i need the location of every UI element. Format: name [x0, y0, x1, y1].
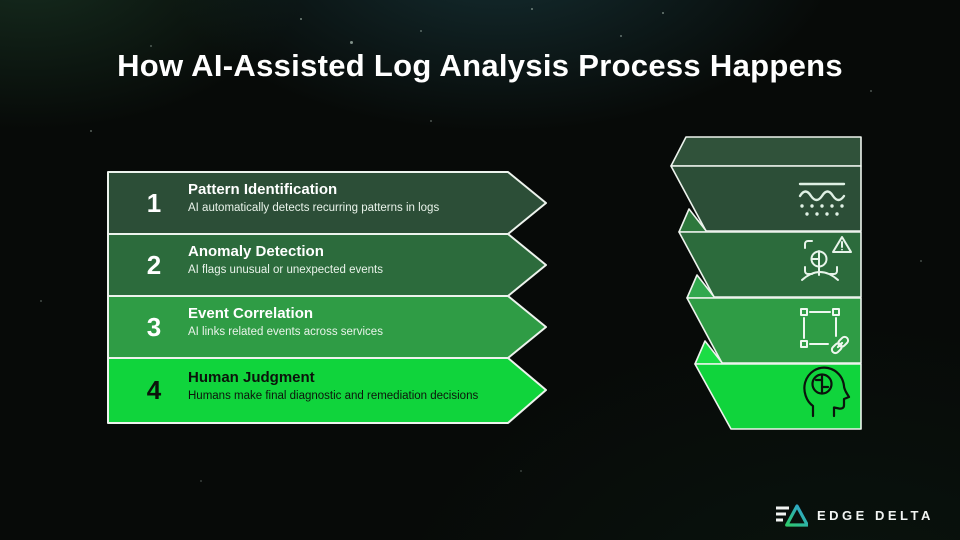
ribbon-band-4 — [694, 363, 862, 430]
star — [350, 41, 353, 44]
step-description: AI flags unusual or unexpected events — [188, 264, 383, 276]
star — [870, 90, 872, 92]
step-copy: Human Judgment Humans make final diagnos… — [188, 369, 508, 402]
step-title: Human Judgment — [188, 369, 315, 386]
selection-link-icon — [800, 308, 850, 355]
step-copy: Anomaly Detection AI flags unusual or un… — [188, 243, 508, 276]
star — [662, 12, 664, 14]
step-arrow-1 — [107, 171, 547, 235]
star — [40, 300, 42, 302]
edge-delta-logo-icon — [776, 504, 808, 527]
head-brain-icon — [803, 366, 851, 418]
ribbon-band-1 — [670, 165, 862, 232]
step-arrow-3 — [107, 295, 547, 359]
step-title: Event Correlation — [188, 305, 314, 322]
page-title: How AI-Assisted Log Analysis Process Hap… — [117, 48, 843, 83]
step-number: 3 — [146, 312, 162, 342]
step-copy: Event Correlation AI links related event… — [188, 305, 508, 338]
star — [90, 130, 92, 132]
step-description: AI links related events across services — [188, 326, 383, 338]
step-number: 4 — [146, 375, 162, 405]
step-copy: Pattern Identification AI automatically … — [188, 181, 508, 214]
step-description: Humans make final diagnostic and remedia… — [188, 390, 479, 402]
steps-list: 1 Pattern Identification AI automaticall… — [105, 170, 575, 428]
step-description: AI automatically detects recurring patte… — [188, 202, 440, 214]
ribbon-band-3 — [686, 297, 862, 364]
steps-arrows — [107, 171, 547, 424]
star — [243, 60, 246, 63]
step-arrow-4 — [107, 357, 547, 424]
star — [300, 18, 302, 20]
edge-delta-logo: EDGE DELTA — [776, 502, 934, 529]
star — [920, 260, 922, 262]
star — [531, 8, 533, 10]
star — [430, 120, 432, 122]
step-title: Anomaly Detection — [188, 243, 324, 260]
ribbon-cap — [670, 136, 862, 167]
step-title: Pattern Identification — [188, 181, 338, 198]
star — [620, 35, 622, 37]
star — [520, 470, 522, 472]
step-number: 2 — [146, 250, 162, 280]
step-number: 1 — [146, 188, 162, 218]
anomaly-alert-icon — [801, 236, 852, 281]
step-row-4: 4 Human Judgment Humans make final diagn… — [105, 358, 517, 423]
ribbon-graphic — [670, 136, 862, 430]
step-row-1: 1 Pattern Identification AI automaticall… — [105, 172, 517, 234]
step-row-3: 3 Event Correlation AI links related eve… — [105, 296, 517, 358]
step-row-2: 2 Anomaly Detection AI flags unusual or … — [105, 234, 517, 296]
ribbon-band-2 — [678, 231, 862, 298]
star — [150, 45, 152, 47]
pattern-waves-icon — [798, 182, 846, 216]
star — [200, 480, 202, 482]
edge-delta-logo-text: EDGE DELTA — [817, 508, 934, 523]
step-arrow-2 — [107, 233, 547, 297]
star — [420, 30, 422, 32]
